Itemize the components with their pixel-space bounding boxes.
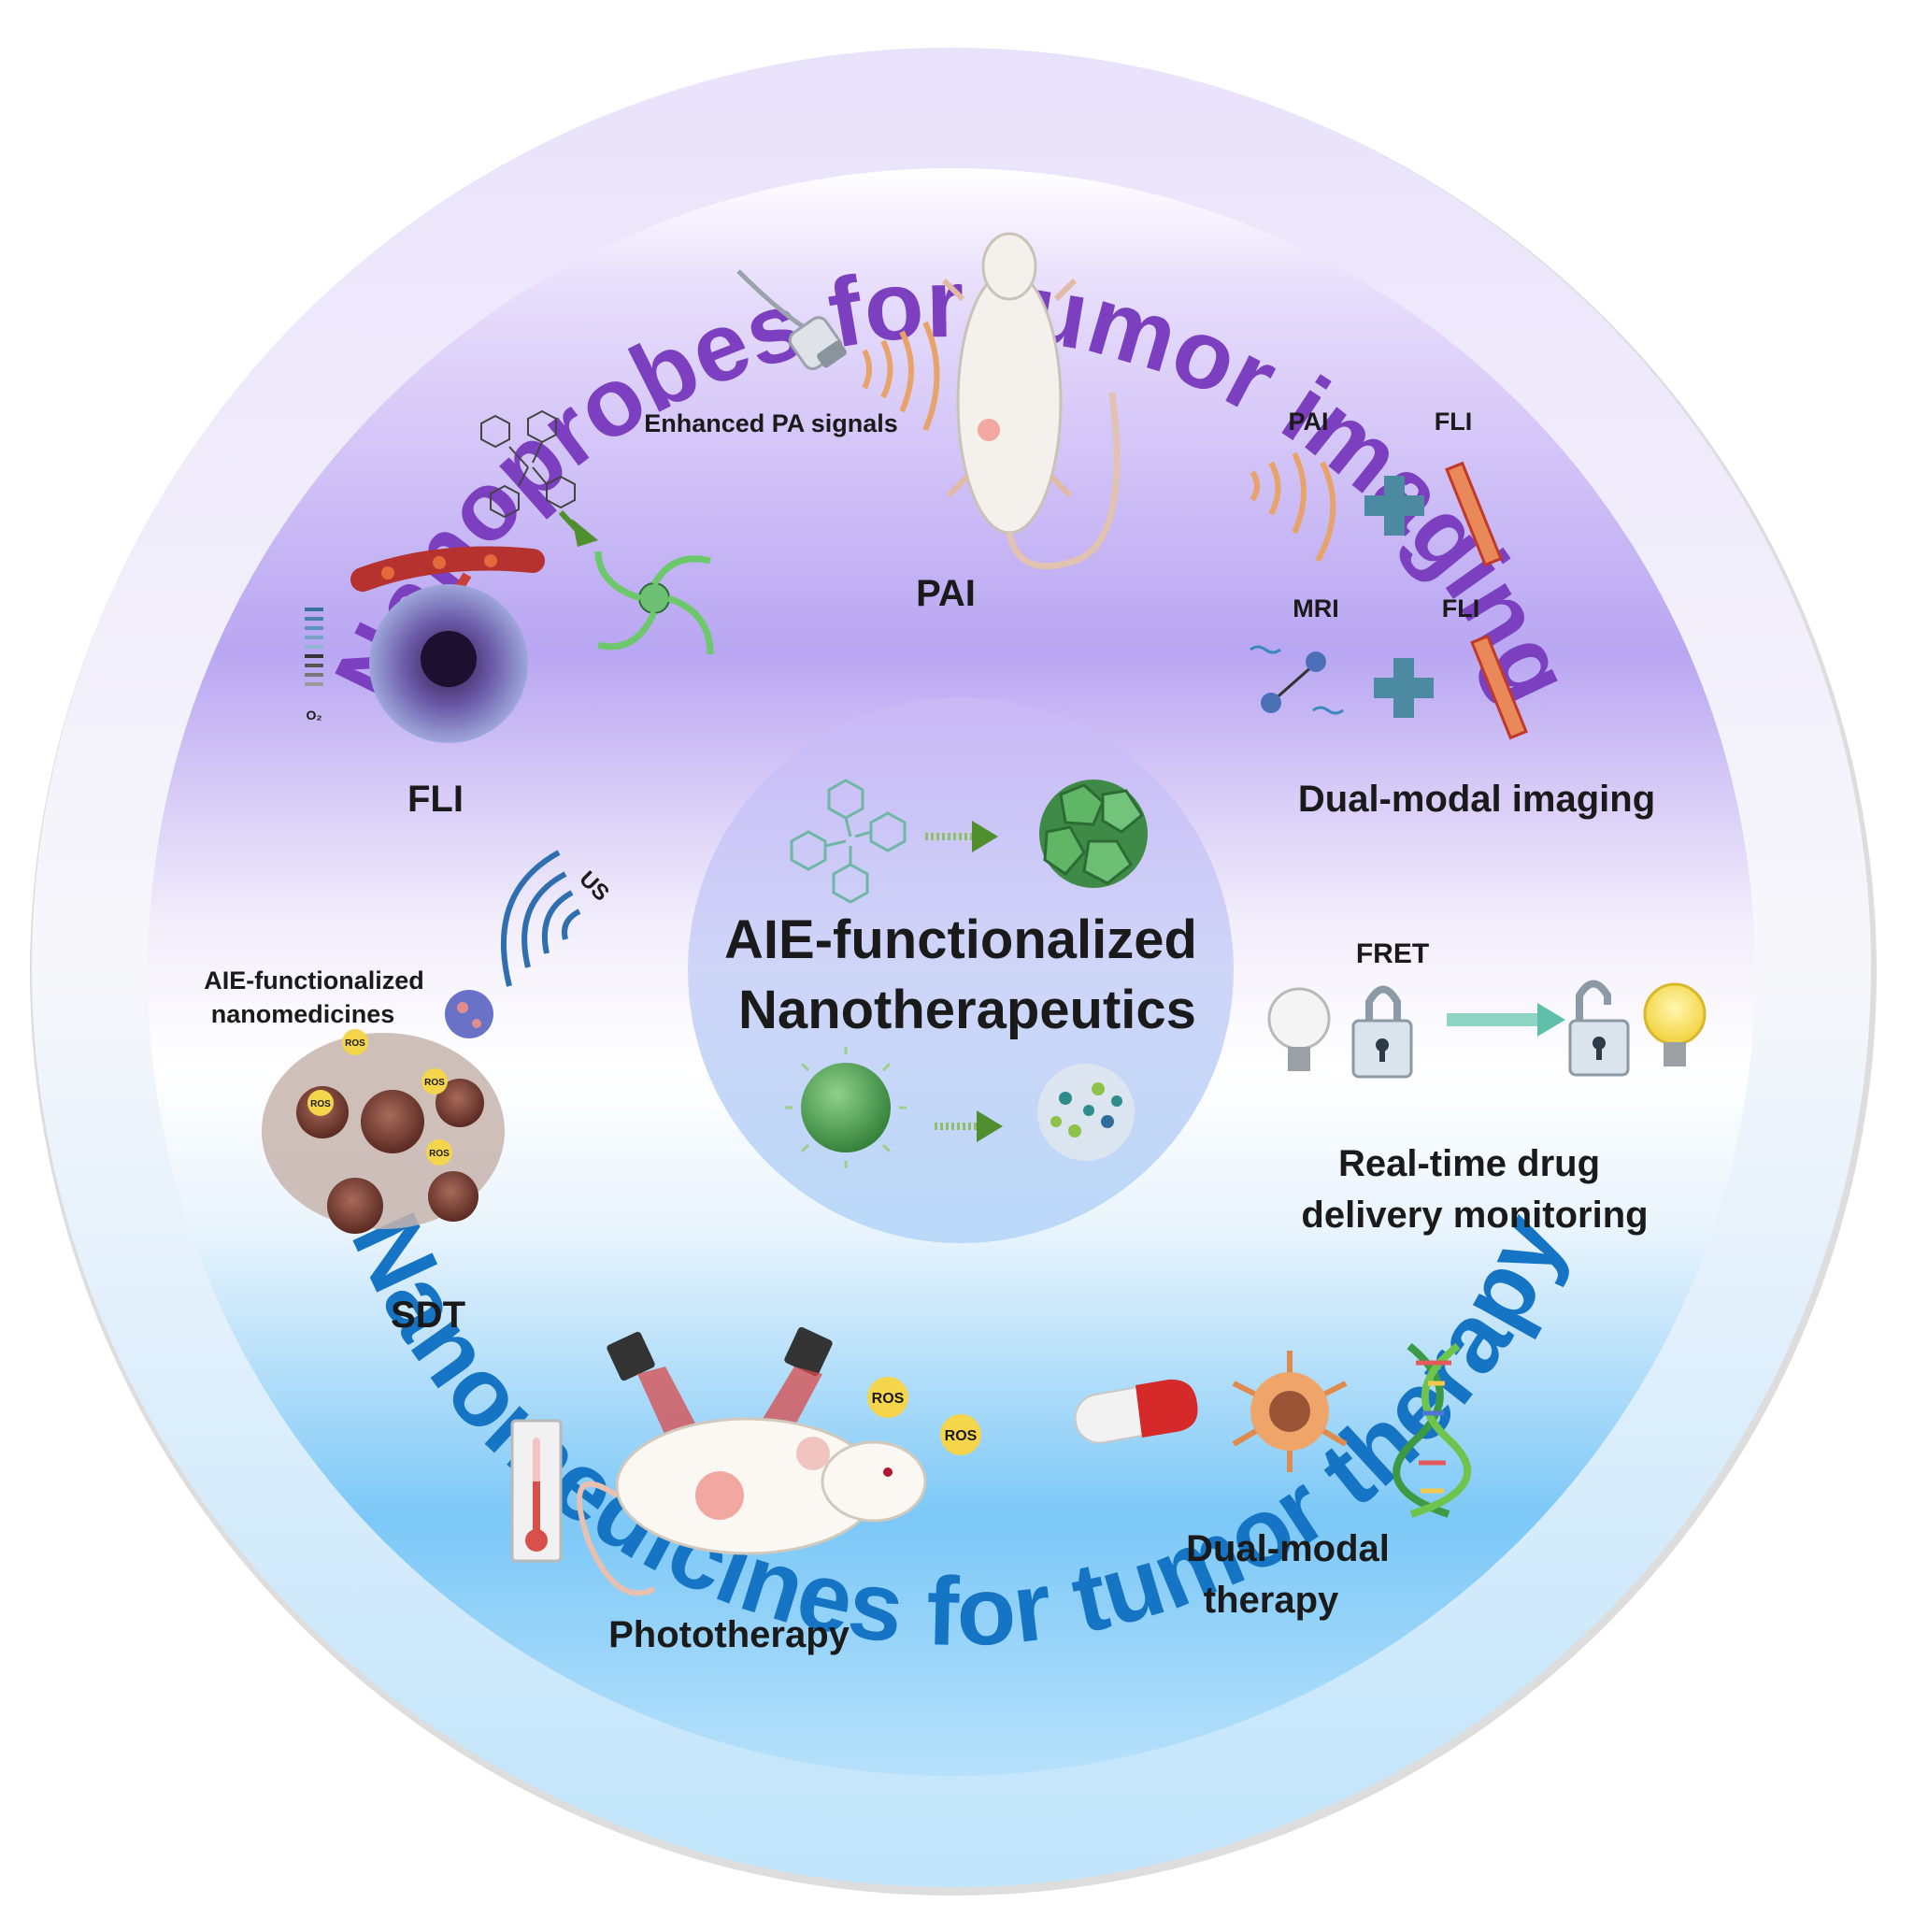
fret-section: FRET Real-time drug delivery monitoring — [1267, 938, 1707, 1236]
phototherapy-label: Phototherapy — [608, 1614, 850, 1655]
dual-imaging-label: Dual-modal imaging — [1298, 779, 1655, 820]
aie-nanomedicine-label-line2: nanomedicines — [211, 1000, 395, 1028]
sdt-section: US AIE-functionalized nanomedicines ROS … — [204, 850, 614, 1336]
padlock-open-icon — [1568, 980, 1630, 1077]
monitoring-label-line1: Real-time drug — [1338, 1143, 1600, 1184]
tpe-molecule-small-icon — [480, 409, 576, 519]
ultrasound-probe-icon — [736, 269, 847, 371]
dual-pai-label: PAI — [1288, 408, 1328, 436]
us-waves-icon — [501, 850, 581, 987]
plus-icon-1 — [1364, 476, 1424, 536]
fret-label: FRET — [1356, 938, 1429, 969]
fli-signal-bar-2 — [1470, 634, 1528, 740]
center-hub: AIE-functionalized Nanotherapeutics — [688, 697, 1234, 1243]
dual-therapy-section: Dual-modal therapy — [1074, 1342, 1472, 1621]
lightbulb-on-icon — [1643, 982, 1707, 1066]
dual-fli-label-1: FLI — [1435, 408, 1473, 436]
fli-label: FLI — [407, 779, 464, 820]
fli-signal-bar-1 — [1445, 461, 1503, 567]
pai-section: Enhanced PA signals PAI — [644, 232, 1121, 614]
center-title-line1: AIE-functionalized — [724, 909, 1197, 970]
svg-text:ROS: ROS — [429, 1149, 450, 1159]
svg-text:ROS: ROS — [945, 1428, 978, 1444]
pa-signal-label: Enhanced PA signals — [644, 409, 898, 437]
thermometer-icon — [510, 1419, 563, 1563]
plus-icon-2 — [1374, 658, 1434, 718]
dual-mri-label: MRI — [1293, 594, 1339, 623]
dual-fli-label-2: FLI — [1442, 594, 1480, 623]
disassembled-nanoparticle-icon — [1037, 1064, 1135, 1161]
sdt-label: SDT — [391, 1295, 465, 1336]
svg-text:ROS: ROS — [872, 1391, 905, 1407]
mri-contrast-icon — [1250, 645, 1344, 715]
fret-arrow — [1447, 1003, 1565, 1037]
capsule-pill-icon — [1074, 1379, 1198, 1444]
dna-helix-icon — [1393, 1342, 1472, 1518]
mouse-supine-icon — [941, 232, 1121, 570]
monitoring-label-line2: delivery monitoring — [1301, 1195, 1648, 1236]
tumor-spheroid-icon — [369, 584, 528, 743]
ros-badge-3: ROS — [307, 1090, 334, 1116]
svg-text:ROS: ROS — [310, 1099, 331, 1109]
o2-gradient-icon: O₂ — [305, 608, 323, 723]
aie-aggregate-icon — [1039, 780, 1148, 888]
lightbulb-off-icon — [1267, 987, 1331, 1071]
dual-imaging-section: PAI FLI MRI FLI Dual-modal imaging — [1250, 408, 1655, 820]
svg-text:ROS: ROS — [424, 1078, 445, 1088]
ros-badge-6: ROS — [940, 1414, 981, 1455]
center-circle — [688, 697, 1234, 1243]
pai-label: PAI — [916, 573, 976, 614]
phototherapy-section: ROS ROS Phototherapy — [510, 1326, 981, 1655]
ros-badge-2: ROS — [421, 1068, 448, 1095]
fli-arrow — [572, 519, 598, 547]
o2-label: O₂ — [306, 708, 321, 723]
padlock-closed-icon — [1351, 985, 1413, 1079]
mouse-side-icon — [577, 1417, 927, 1596]
aie-micelle-icon — [594, 551, 714, 655]
spiky-nanoparticle-icon — [785, 1047, 907, 1168]
fli-section: O₂ FLI — [305, 409, 714, 820]
center-arrow-top — [925, 821, 998, 852]
ros-badge-1: ROS — [342, 1029, 368, 1055]
aie-nanomedicine-label-line1: AIE-functionalized — [204, 966, 424, 995]
ros-badge-5: ROS — [867, 1377, 908, 1418]
dual-therapy-label-line1: Dual-modal — [1186, 1528, 1390, 1569]
pa-signal-waves-icon — [862, 321, 940, 432]
dual-pa-waves-icon — [1250, 451, 1336, 563]
svg-text:ROS: ROS — [345, 1038, 365, 1049]
center-arrow-bottom — [935, 1110, 1003, 1142]
ros-badge-4: ROS — [426, 1139, 452, 1166]
center-title-line2: Nanotherapeutics — [738, 980, 1196, 1040]
nanomedicine-particle-icon — [445, 990, 493, 1038]
dual-therapy-label-line2: therapy — [1204, 1580, 1339, 1621]
immune-cell-icon — [1232, 1351, 1348, 1472]
tpe-molecule-icon — [790, 779, 907, 904]
